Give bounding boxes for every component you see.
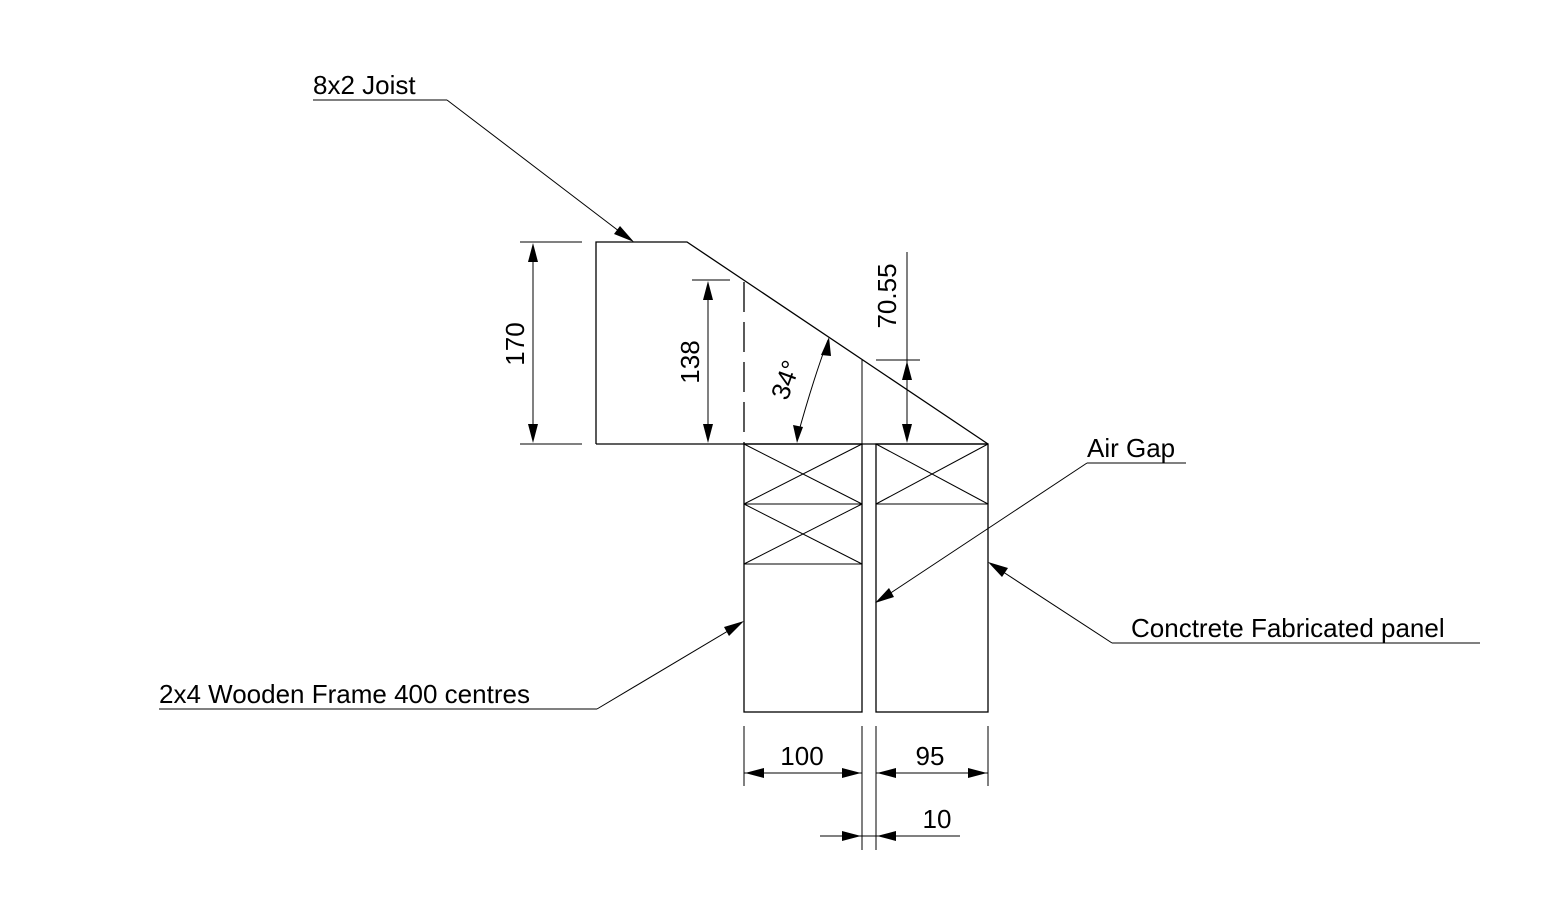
dimension-138 bbox=[692, 279, 730, 443]
concrete-panel bbox=[875, 443, 989, 713]
dimension-10 bbox=[820, 831, 960, 841]
dimension-95-label: 95 bbox=[916, 741, 945, 771]
dimension-100-label: 100 bbox=[780, 741, 823, 771]
dimension-70-55-label: 70.55 bbox=[872, 263, 902, 328]
angle-34-label: 34° bbox=[765, 356, 807, 403]
label-frame: 2x4 Wooden Frame 400 centres bbox=[159, 679, 530, 709]
label-panel: Conctrete Fabricated panel bbox=[1131, 613, 1445, 643]
dimension-170-label: 170 bbox=[500, 322, 530, 365]
label-air-gap: Air Gap bbox=[1087, 433, 1175, 463]
dimension-100 bbox=[744, 768, 862, 778]
bottom-extension-lines bbox=[743, 726, 989, 850]
wooden-frame bbox=[743, 443, 863, 713]
dimension-10-label: 10 bbox=[923, 804, 952, 834]
angle-34 bbox=[793, 337, 831, 443]
label-joist: 8x2 Joist bbox=[313, 70, 416, 100]
dimension-138-label: 138 bbox=[675, 340, 705, 383]
dimension-95 bbox=[876, 768, 988, 778]
leader-frame bbox=[159, 621, 744, 710]
joist-outline bbox=[595, 241, 989, 445]
dimension-170 bbox=[520, 241, 582, 445]
leader-air-gap bbox=[875, 462, 1186, 603]
dimension-70-55 bbox=[876, 252, 920, 443]
leader-joist bbox=[313, 99, 634, 242]
leader-panel bbox=[988, 562, 1480, 644]
